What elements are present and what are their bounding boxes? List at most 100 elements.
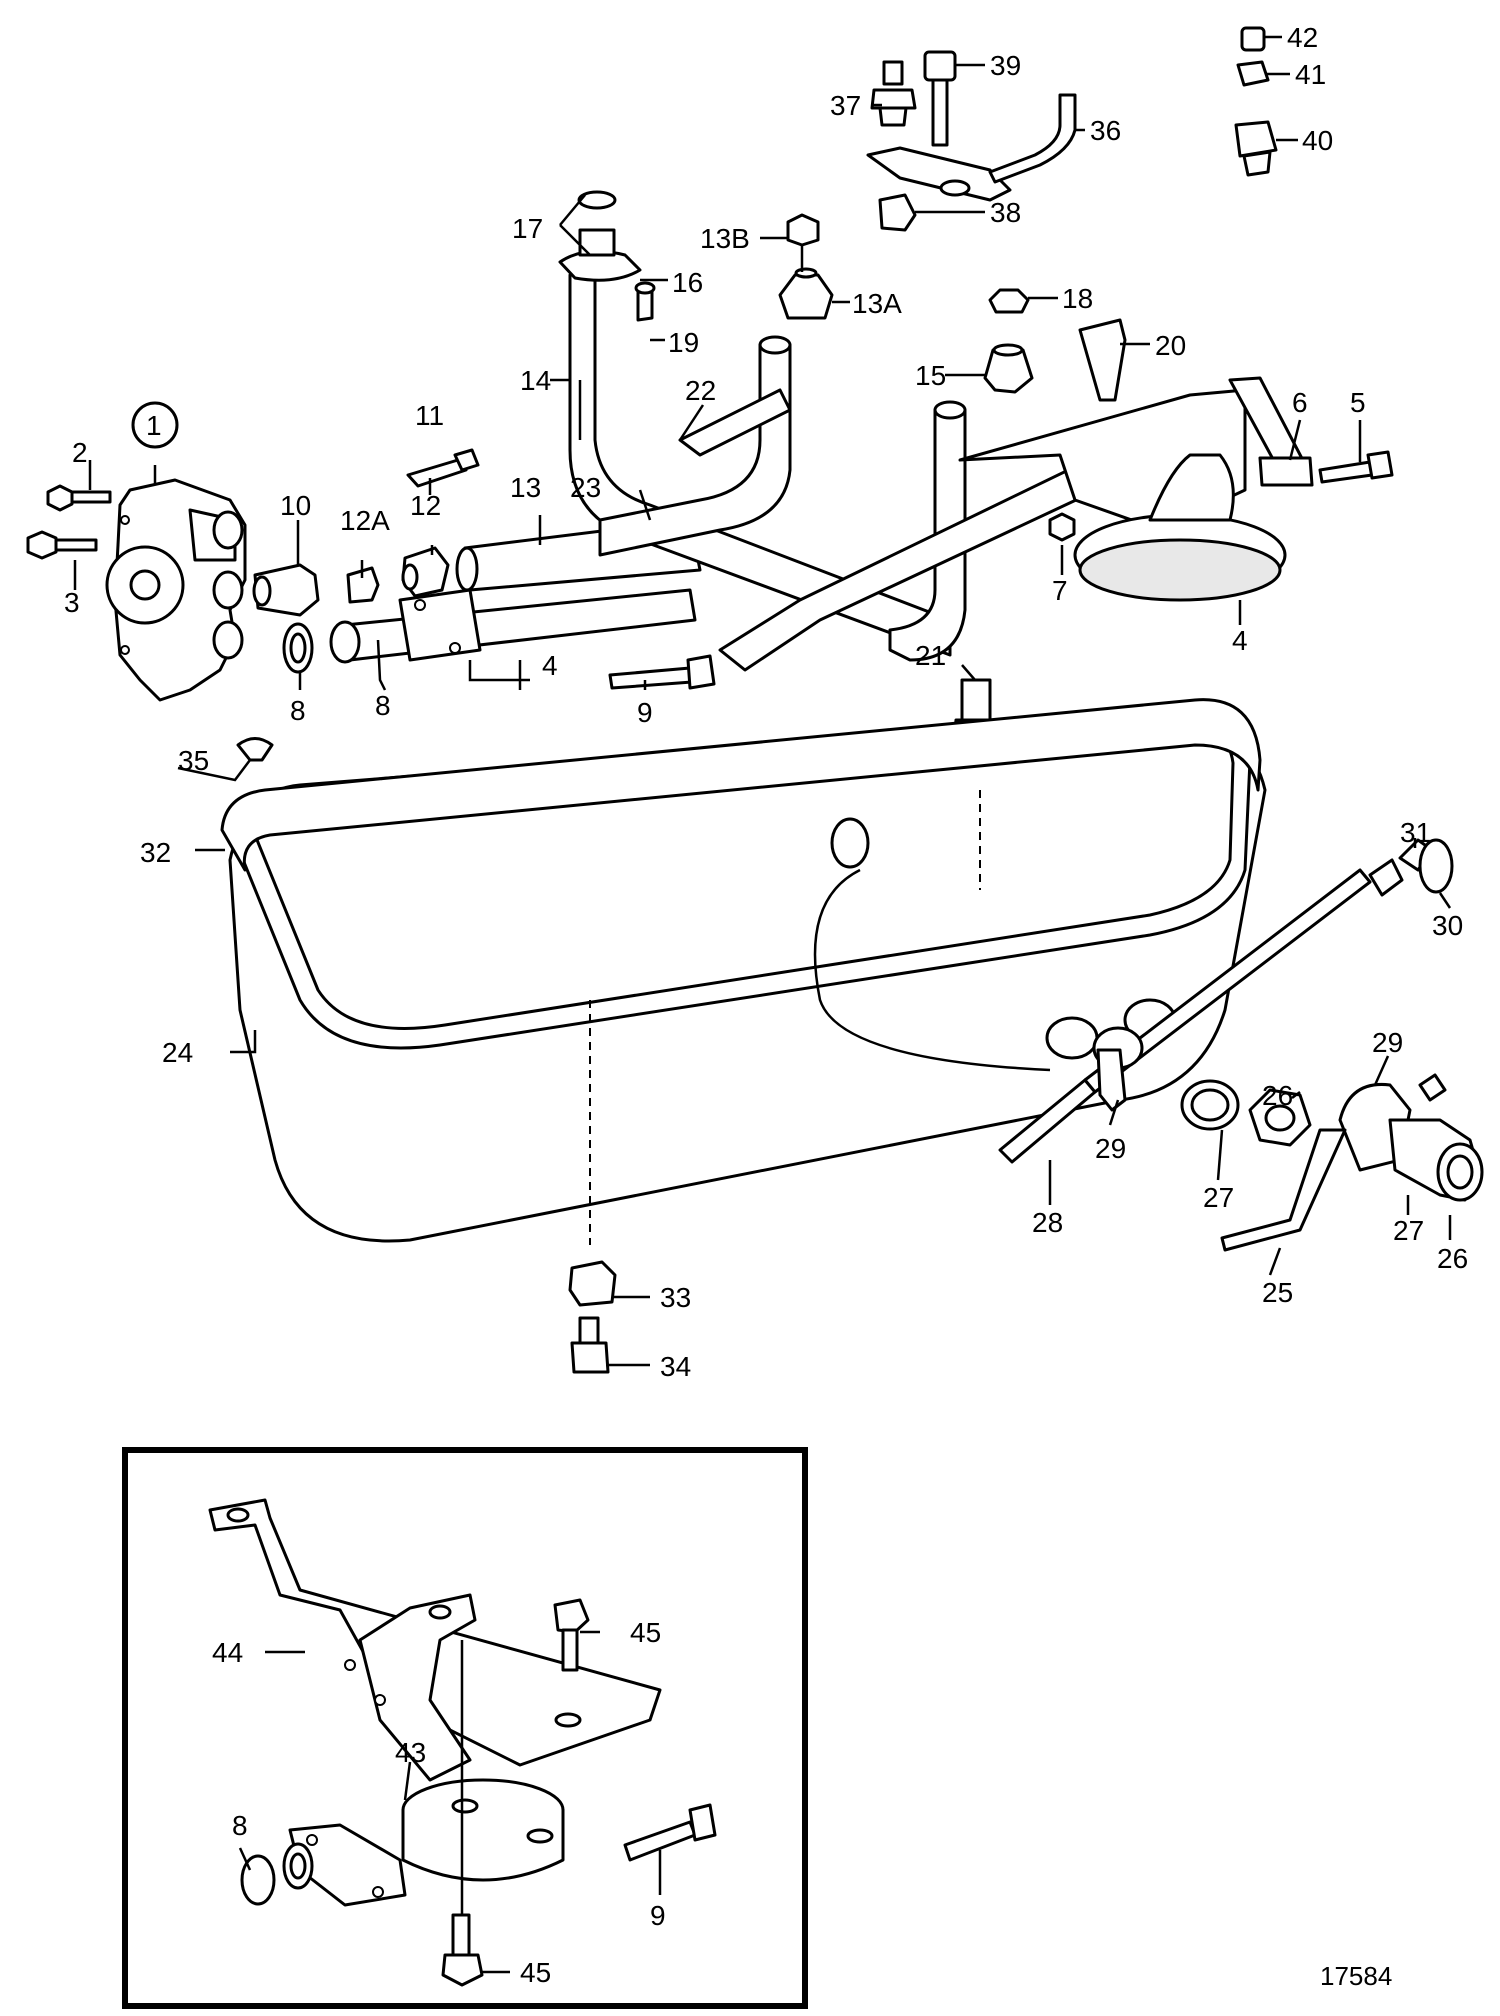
leader-lines xyxy=(73,35,1452,1974)
drain-plug-34 xyxy=(570,1316,610,1374)
cap-13b xyxy=(786,213,820,247)
dipstick-tube-28 xyxy=(998,868,1372,1164)
callout-12a: 12A xyxy=(340,505,390,536)
callout-12: 12 xyxy=(410,490,441,521)
callout-5: 5 xyxy=(1350,387,1366,418)
callout-45a: 45 xyxy=(630,1617,661,1648)
callout-39: 39 xyxy=(990,50,1021,81)
callout-44: 44 xyxy=(212,1637,243,1668)
callout-27b: 27 xyxy=(1393,1215,1424,1246)
callout-35: 35 xyxy=(178,745,209,776)
callout-7: 7 xyxy=(1052,575,1068,606)
bracket-20 xyxy=(1078,318,1127,402)
cap-18 xyxy=(988,288,1030,314)
inset-bolt-45-top xyxy=(553,1598,590,1672)
callout-37: 37 xyxy=(830,90,861,121)
callout-8b: 8 xyxy=(375,690,391,721)
callout-14: 14 xyxy=(520,365,551,396)
callout-43: 43 xyxy=(395,1737,426,1768)
tube-36 xyxy=(988,93,1077,184)
gasket-32 xyxy=(220,698,1262,872)
bracket-29-lower xyxy=(1092,1026,1144,1112)
callout-38: 38 xyxy=(990,197,1021,228)
inset-bolt-9 xyxy=(623,1803,717,1862)
figure-number: 17584 xyxy=(1320,1961,1392,1991)
callout-29a: 29 xyxy=(1372,1027,1403,1058)
bracket-6 xyxy=(1228,376,1314,487)
nut-7 xyxy=(1048,512,1076,542)
callout-41: 41 xyxy=(1295,59,1326,90)
callout-23: 23 xyxy=(570,472,601,503)
callout-2: 2 xyxy=(72,437,88,468)
callout-32: 32 xyxy=(140,837,171,868)
nut-26 xyxy=(1248,1088,1312,1147)
bolt-5 xyxy=(1318,450,1394,484)
callout-26b: 26 xyxy=(1437,1243,1468,1274)
clip-35 xyxy=(236,737,274,762)
bracket-38 xyxy=(866,146,1012,232)
callout-13a: 13A xyxy=(852,288,902,319)
callout-45b: 45 xyxy=(520,1957,551,1988)
callout-17: 17 xyxy=(512,213,543,244)
callout-9b: 9 xyxy=(650,1900,666,1931)
inset-bracket-44 xyxy=(208,1498,662,1782)
bolt-11 xyxy=(406,448,480,488)
bolt-3 xyxy=(26,530,98,560)
fitting-15 xyxy=(983,343,1034,394)
callout-11: 11 xyxy=(415,400,444,431)
callout-19: 19 xyxy=(668,327,699,358)
union-12 xyxy=(401,546,450,598)
washer-27 xyxy=(1180,1079,1240,1131)
callout-1-circle xyxy=(131,401,179,449)
callout-4a: 4 xyxy=(542,650,558,681)
callout-18: 18 xyxy=(1062,283,1093,314)
sensor-40-41-42 xyxy=(1234,26,1278,177)
callout-24: 24 xyxy=(162,1037,193,1068)
callout-22: 22 xyxy=(685,375,716,406)
callout-9a: 9 xyxy=(637,697,653,728)
callout-40: 40 xyxy=(1302,125,1333,156)
bolt-2 xyxy=(46,484,112,512)
callout-33: 33 xyxy=(660,1282,691,1313)
o-ring-8 xyxy=(282,622,314,674)
inset-bolt-45-bottom xyxy=(441,1913,484,1987)
callout-27a: 27 xyxy=(1203,1182,1234,1213)
callout-15: 15 xyxy=(915,360,946,391)
callout-1: 1 xyxy=(146,410,162,441)
union-12a xyxy=(346,566,380,604)
callout-28: 28 xyxy=(1032,1207,1063,1238)
bolt-9 xyxy=(608,654,716,690)
callout-4b: 4 xyxy=(1232,625,1248,656)
bolt-19 xyxy=(634,281,656,322)
callout-25: 25 xyxy=(1262,1277,1293,1308)
plug-39 xyxy=(923,50,957,147)
callout-30: 30 xyxy=(1432,910,1463,941)
oil-strainer-4 xyxy=(1073,453,1287,602)
callout-21: 21 xyxy=(915,640,946,671)
callout-3: 3 xyxy=(64,587,80,618)
callout-13b: 13B xyxy=(700,223,750,254)
fitting-29-right xyxy=(1338,1073,1484,1202)
callout-29b: 29 xyxy=(1095,1133,1126,1164)
pipe-4-horizontal xyxy=(329,588,697,664)
callout-31: 31 xyxy=(1400,817,1431,848)
callout-36: 36 xyxy=(1090,115,1121,146)
inset-filter-43 xyxy=(282,1778,565,1907)
callout-labels: 1 2 3 10 8 8 11 12A 12 13 4 9 23 22 14 1… xyxy=(64,22,1468,1991)
callout-42: 42 xyxy=(1287,22,1318,53)
oil-pump xyxy=(105,478,247,702)
tube-25 xyxy=(1220,1128,1347,1252)
callout-8c: 8 xyxy=(232,1810,248,1841)
inset-frame xyxy=(122,1447,808,2009)
callout-20: 20 xyxy=(1155,330,1186,361)
callout-13: 13 xyxy=(510,472,541,503)
plug-33 xyxy=(568,1260,617,1307)
callout-26a: 26 xyxy=(1262,1080,1293,1111)
callout-10: 10 xyxy=(280,490,311,521)
callout-6: 6 xyxy=(1292,387,1308,418)
callout-16: 16 xyxy=(672,267,703,298)
fitting-13a xyxy=(778,267,834,320)
pipe-fitting-10 xyxy=(252,563,320,617)
callout-8a: 8 xyxy=(290,695,306,726)
